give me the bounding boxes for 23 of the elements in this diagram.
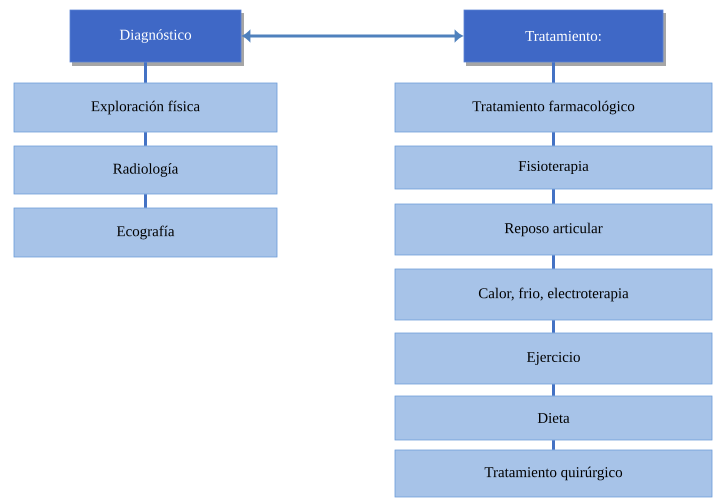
header-box: Diagnóstico [70,10,244,66]
process-box: Calor, frio, electroterapia [394,268,712,320]
connector-line [552,189,555,204]
process-box: Ejercicio [394,332,712,384]
connector-line [144,194,147,208]
connector-line [552,384,555,396]
process-box: Fisioterapia [394,146,712,190]
process-box: Tratamiento quirúrgico [394,450,712,498]
connector-line [552,255,555,269]
process-box: Exploración física [14,82,278,132]
connector-line [552,440,555,450]
connector-line [144,62,147,83]
connector-line [552,320,555,333]
process-box: Radiología [14,146,278,194]
process-box: Tratamiento farmacológico [394,82,712,132]
connector-line [144,132,147,146]
process-box: Ecografía [14,208,278,258]
process-box: Reposo articular [394,204,712,256]
connector-line [552,132,555,146]
header-box: Tratamiento: [464,10,666,66]
double-arrow [242,30,463,42]
connector-line [552,62,555,83]
process-box: Dieta [394,396,712,440]
